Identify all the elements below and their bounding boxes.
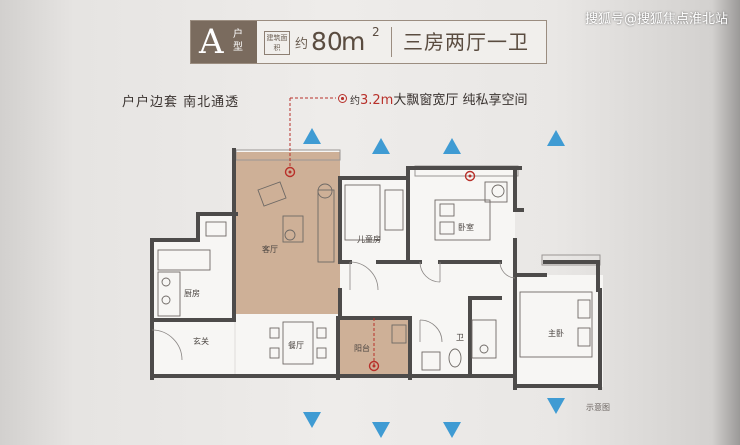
room-label-dining: 餐厅 [288, 341, 304, 350]
unit-type-label: 户型 [233, 29, 243, 53]
title-badge: A 户型 建筑面积 约 80 m 2 三房两厅一卫 [190, 20, 547, 64]
feature-bay-window: 约3.2m大飘窗宽厅 纯私享空间 [350, 89, 527, 108]
feature-corner-unit: 户户边套 南北通透 [122, 95, 240, 110]
badge-letter-box: A 户型 [191, 21, 257, 63]
room-label-bath: 卫 [456, 333, 464, 342]
feature-description: 大飘窗宽厅 纯私享空间 [393, 93, 528, 108]
room-label-kids: 儿童房 [357, 235, 381, 244]
window-marker-icon [284, 166, 476, 372]
window-marker-icon [338, 94, 347, 103]
area-label: 建筑面积 [264, 31, 290, 55]
room-label-kitchen: 厨房 [184, 289, 200, 298]
room-label-master: 主卧 [548, 329, 564, 338]
furniture [157, 181, 593, 371]
unit-letter: A [199, 22, 224, 62]
area-value: 80 [311, 27, 343, 56]
room-label-entrance: 玄关 [193, 337, 209, 346]
schematic-note: 示意图 [586, 403, 610, 412]
room-label-bedroom: 卧室 [458, 223, 474, 232]
living-room-highlight [236, 152, 340, 314]
edge-shadow [712, 0, 740, 445]
window-callout [289, 97, 375, 366]
area-approx: 约 [295, 37, 309, 52]
area-unit: m [341, 27, 366, 56]
area-unit-superscript: 2 [372, 25, 380, 39]
watermark: 搜狐号@搜狐焦点淮北站 [584, 12, 728, 27]
room-label-balcony: 阳台 [354, 344, 370, 353]
layout-title: 三房两厅一卫 [403, 30, 529, 54]
badge-divider [391, 27, 392, 57]
feature-width: 3.2m [360, 93, 394, 108]
airflow-arrow-icon [310, 142, 558, 428]
airflow-arrowheads [303, 128, 565, 438]
feature-approx: 约 [350, 96, 360, 107]
room-label-living: 客厅 [262, 245, 278, 254]
walls [150, 148, 602, 390]
doors [151, 261, 516, 361]
